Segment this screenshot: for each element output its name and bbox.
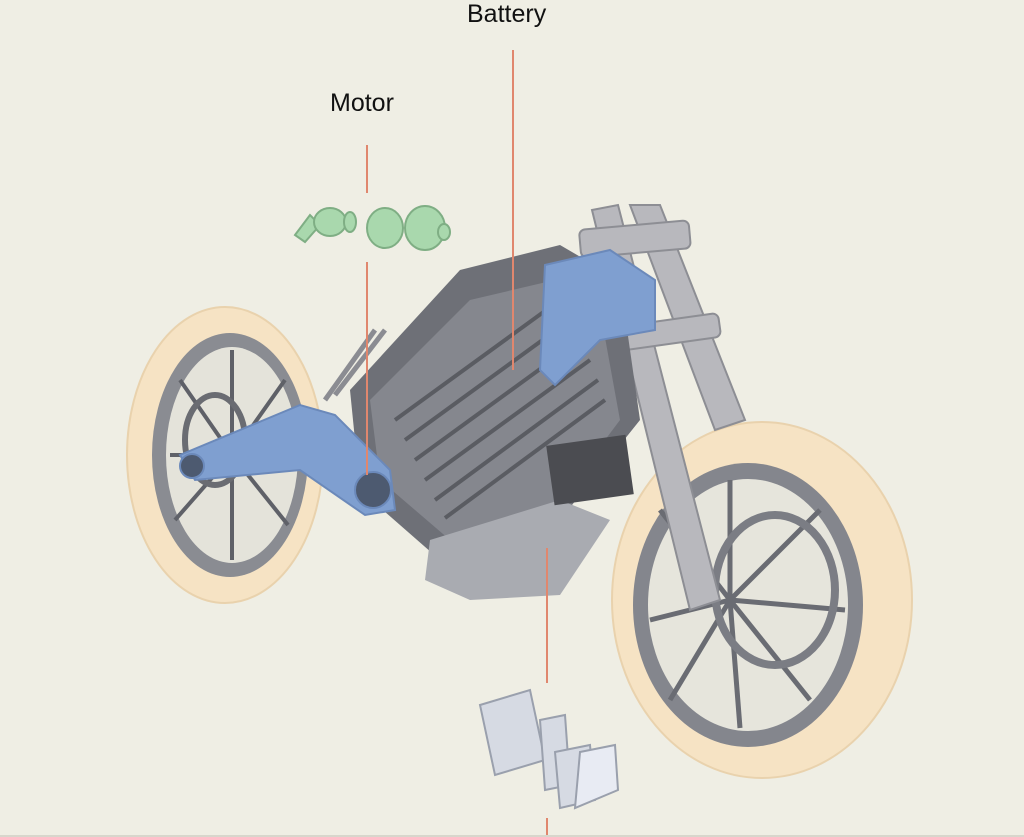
controller-exploded [478, 688, 620, 810]
bottom-divider [0, 835, 1024, 837]
battery-label: Battery [467, 0, 547, 28]
head-bracket [538, 248, 656, 387]
leader-lines [366, 50, 548, 837]
motor-exploded [293, 205, 451, 251]
motor-label: Motor [330, 89, 394, 117]
swingarm [178, 403, 397, 517]
